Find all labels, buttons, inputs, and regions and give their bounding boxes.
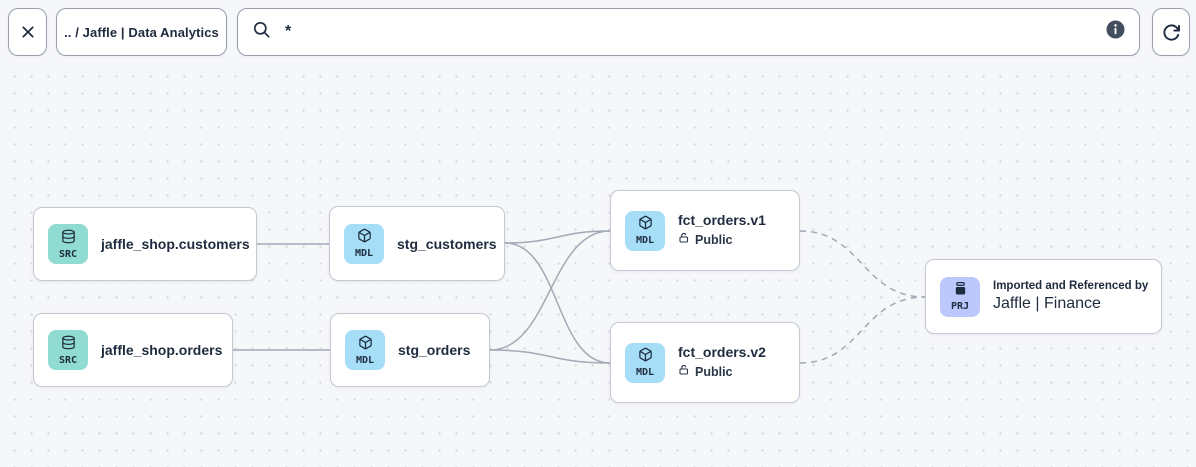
badge-label: MDL xyxy=(355,354,375,366)
source-badge: SRC xyxy=(48,224,88,264)
edge xyxy=(504,230,611,244)
close-button[interactable] xyxy=(8,8,47,56)
project-subtitle: Imported and Referenced by xyxy=(993,280,1149,292)
access-row: Public xyxy=(678,363,766,381)
database-icon xyxy=(61,335,76,355)
node-label: stg_orders xyxy=(398,342,471,358)
database-icon xyxy=(61,229,76,249)
search-icon xyxy=(252,20,271,44)
unlock-icon xyxy=(678,231,690,249)
node-label: stg_customers xyxy=(397,235,497,252)
badge-label: MDL xyxy=(635,367,655,378)
refresh-button[interactable] xyxy=(1152,8,1190,56)
model-badge: MDL xyxy=(344,223,384,264)
badge-label: PRJ xyxy=(950,301,970,312)
model-badge: MDL xyxy=(345,330,385,370)
search-bar[interactable] xyxy=(237,8,1140,56)
node-fct-orders-v1[interactable]: MDL fct_orders.v1 Public xyxy=(610,190,800,271)
source-badge: SRC xyxy=(48,330,88,370)
access-row: Public xyxy=(678,231,766,249)
badge-label: SRC xyxy=(58,248,78,260)
model-badge: MDL xyxy=(625,210,665,251)
node-label: fct_orders.v1 xyxy=(678,212,766,228)
badge-label: MDL xyxy=(635,235,655,246)
node-label: jaffle_shop.customers xyxy=(101,236,250,252)
edge-dashed xyxy=(799,296,926,364)
cube-icon xyxy=(357,228,372,248)
project-badge: PRJ xyxy=(940,276,980,317)
node-fct-orders-v2[interactable]: MDL fct_orders.v2 Public xyxy=(610,322,800,403)
cube-icon xyxy=(638,347,653,367)
node-project-jaffle-finance[interactable]: PRJ Imported and Referenced by Jaffle | … xyxy=(925,259,1162,334)
edge xyxy=(504,242,611,364)
edge-dashed xyxy=(799,230,926,298)
breadcrumb-button[interactable]: .. / Jaffle | Data Analytics xyxy=(56,8,227,56)
badge-label: MDL xyxy=(354,248,374,259)
refresh-icon xyxy=(1162,23,1181,42)
node-jaffle-shop-customers[interactable]: SRC jaffle_shop.customers xyxy=(33,207,257,281)
model-badge: MDL xyxy=(625,342,665,383)
node-label: jaffle_shop.orders xyxy=(101,342,223,358)
access-label: Public xyxy=(695,233,733,247)
breadcrumb: .. / Jaffle | Data Analytics xyxy=(64,24,219,40)
archive-icon xyxy=(953,281,968,301)
node-stg-customers[interactable]: MDL stg_customers xyxy=(329,206,505,281)
cube-icon xyxy=(358,335,373,355)
edge xyxy=(489,349,611,364)
cube-icon xyxy=(638,215,653,235)
edge xyxy=(489,230,611,351)
access-label: Public xyxy=(695,365,733,379)
x-icon xyxy=(20,24,36,40)
project-title: Jaffle | Finance xyxy=(993,295,1101,312)
node-jaffle-shop-orders[interactable]: SRC jaffle_shop.orders xyxy=(33,313,233,387)
badge-label: SRC xyxy=(58,354,78,366)
node-stg-orders[interactable]: MDL stg_orders xyxy=(330,313,490,387)
search-input[interactable] xyxy=(283,22,1094,42)
info-icon[interactable] xyxy=(1106,20,1125,44)
unlock-icon xyxy=(678,363,690,381)
node-label: fct_orders.v2 xyxy=(678,344,766,360)
